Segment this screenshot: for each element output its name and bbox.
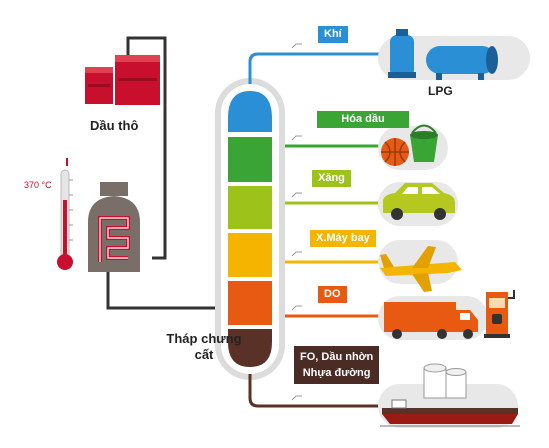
gas-cylinder-icon <box>388 29 416 78</box>
product-tag-jet-fuel: X.Máy bay <box>310 230 376 247</box>
product-tag-residue-line2: Nhựa đường <box>302 367 371 379</box>
product-tag-gas: Khí <box>318 26 348 43</box>
tower-segment-diesel <box>228 281 272 325</box>
pipe-residue <box>248 374 405 408</box>
distillation-tower-label: Tháp chưng cất <box>160 331 248 363</box>
tower-segment-gasoline <box>228 186 272 229</box>
truck-icon <box>384 302 478 339</box>
product-tag-diesel: DO <box>318 286 347 303</box>
pipe-ticks <box>291 43 302 401</box>
tower-segment-petrochem <box>228 137 272 182</box>
distillation-tower-label-line1: Tháp chưng <box>166 331 242 346</box>
storage-tank-icon <box>423 363 467 399</box>
product-tag-residue-line1: FO, Dầu nhờn <box>300 351 374 363</box>
furnace-tower-pipe <box>106 268 220 310</box>
tower-segment-residue <box>228 329 272 367</box>
product-tag-gasoline: Xăng <box>312 170 351 187</box>
airplane-icon <box>380 246 462 292</box>
distillation-tower-label-line2: cất <box>194 347 214 362</box>
pipe-gas <box>248 52 395 84</box>
fuel-pump-icon <box>484 290 515 338</box>
lpg-label: LPG <box>428 84 453 98</box>
barrel-icon <box>85 55 160 105</box>
product-tag-residue: FO, Dầu nhờn Nhựa đường <box>294 346 380 384</box>
product-tag-petrochem: Hóa dầu <box>317 111 409 128</box>
thermometer-icon <box>57 158 73 270</box>
tower-segments <box>228 91 272 367</box>
crude-pipe <box>126 36 167 260</box>
ball-icon <box>381 138 409 166</box>
ship-icon <box>380 399 520 427</box>
temperature-label: 370 °C <box>24 180 52 190</box>
gas-tank-icon <box>426 46 498 80</box>
furnace-icon <box>88 182 140 272</box>
car-icon <box>383 183 455 220</box>
crude-oil-label: Dầu thô <box>90 118 139 133</box>
tower-segment-jet <box>228 233 272 277</box>
tower-segment-gas <box>228 91 272 132</box>
bucket-icon <box>410 124 438 162</box>
